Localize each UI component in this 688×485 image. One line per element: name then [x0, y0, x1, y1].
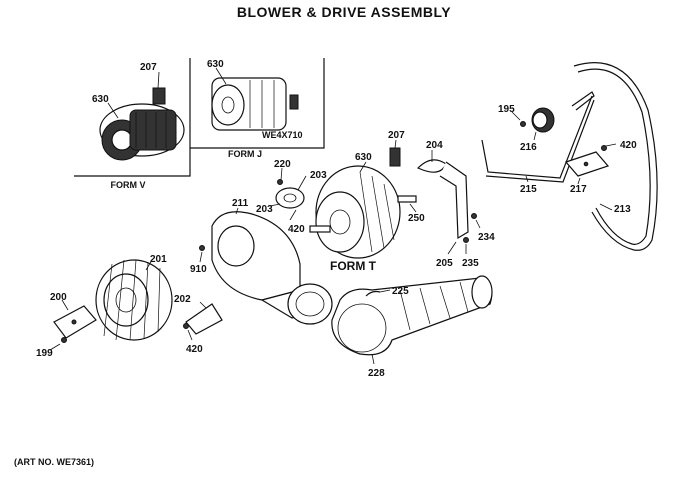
pulley-bracket — [564, 143, 617, 185]
motor-form-v — [99, 71, 185, 161]
callout-200: 200 — [50, 292, 67, 303]
diagram-title: BLOWER & DRIVE ASSEMBLY — [237, 4, 451, 20]
callout-216: 216 — [520, 142, 537, 153]
callout-195: 195 — [498, 104, 515, 115]
motor-form-t — [309, 139, 417, 259]
callout-630-form-j: 630 — [207, 59, 224, 70]
drive-pulley — [511, 107, 555, 141]
callout-235: 235 — [462, 258, 479, 269]
callout-630-form-v: 630 — [92, 94, 109, 105]
blower-wheel — [95, 259, 173, 341]
blower-housing — [211, 207, 333, 325]
motor-bracket — [269, 167, 307, 221]
callout-420-right: 420 — [620, 140, 637, 151]
callout-204: 204 — [426, 140, 443, 151]
callout-201: 201 — [150, 254, 167, 265]
callout-215: 215 — [520, 184, 537, 195]
motor-form-j — [211, 67, 299, 131]
inset-frames — [74, 58, 325, 177]
housing-bracket — [183, 301, 223, 341]
label-form-j: FORM J — [228, 149, 262, 159]
callout-199: 199 — [36, 348, 53, 359]
screw-910 — [199, 245, 205, 263]
wheel-bracket — [49, 299, 97, 351]
callout-910: 910 — [190, 264, 207, 275]
label-form-v: FORM V — [111, 180, 146, 190]
callout-211: 211 — [232, 198, 249, 209]
callout-202: 202 — [174, 294, 191, 305]
callout-220: 220 — [274, 159, 291, 170]
callout-203-left: 203 — [256, 204, 273, 215]
art-number: (ART NO. WE7361) — [14, 457, 94, 467]
callout-234: 234 — [478, 232, 495, 243]
idler-arm — [481, 91, 595, 183]
callout-213: 213 — [614, 204, 631, 215]
callout-420-bottom: 420 — [186, 344, 203, 355]
callout-630-form-t: 630 — [355, 152, 372, 163]
callout-207-form-v: 207 — [140, 62, 157, 73]
callout-250: 250 — [408, 213, 425, 224]
callout-225: 225 — [392, 286, 409, 297]
callout-203-top: 203 — [310, 170, 327, 181]
exhaust-duct — [331, 275, 493, 365]
callout-228: 228 — [368, 368, 385, 379]
label-kit-number: WE4X710 — [262, 130, 303, 140]
callout-217: 217 — [570, 184, 587, 195]
callout-205: 205 — [436, 258, 453, 269]
idler-bracket — [416, 150, 481, 255]
label-form-t: FORM T — [330, 259, 377, 273]
callout-420-mid: 420 — [288, 224, 305, 235]
drive-belt — [573, 62, 658, 251]
callout-207-form-t: 207 — [388, 130, 405, 141]
